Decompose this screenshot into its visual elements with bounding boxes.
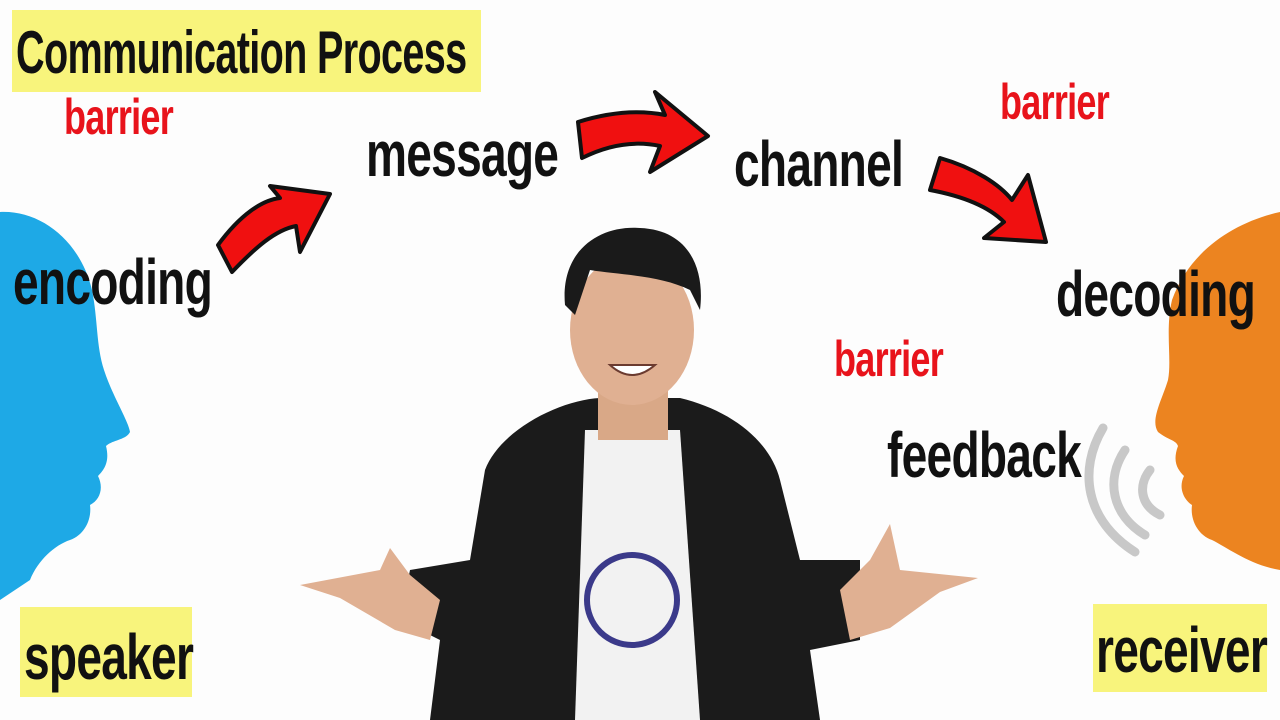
receiver-label: receiver (1096, 614, 1268, 686)
presenter-figure (300, 227, 978, 720)
speaker-highlight (20, 607, 192, 697)
barrier-label-top-right: barrier (1000, 74, 1110, 130)
receiver-highlight (1093, 604, 1267, 692)
arrow-encoding-to-message (216, 184, 332, 274)
receiver-head-silhouette (1155, 212, 1280, 570)
feedback-label: feedback (887, 419, 1082, 491)
arrow-message-to-channel (576, 90, 710, 174)
message-label: message (366, 118, 559, 190)
channel-label: channel (734, 128, 904, 200)
barrier-label-left: barrier (64, 89, 174, 145)
arrow-channel-to-decoding (928, 156, 1048, 244)
speaker-head-silhouette (0, 211, 130, 600)
speaker-label: speaker (24, 621, 194, 693)
encoding-label: encoding (13, 246, 213, 318)
decoding-label: decoding (1056, 258, 1256, 330)
title-highlight (12, 10, 481, 92)
sound-waves-icon (1084, 423, 1165, 557)
title: Communication Process (16, 19, 467, 86)
barrier-label-middle-right: barrier (834, 331, 944, 387)
